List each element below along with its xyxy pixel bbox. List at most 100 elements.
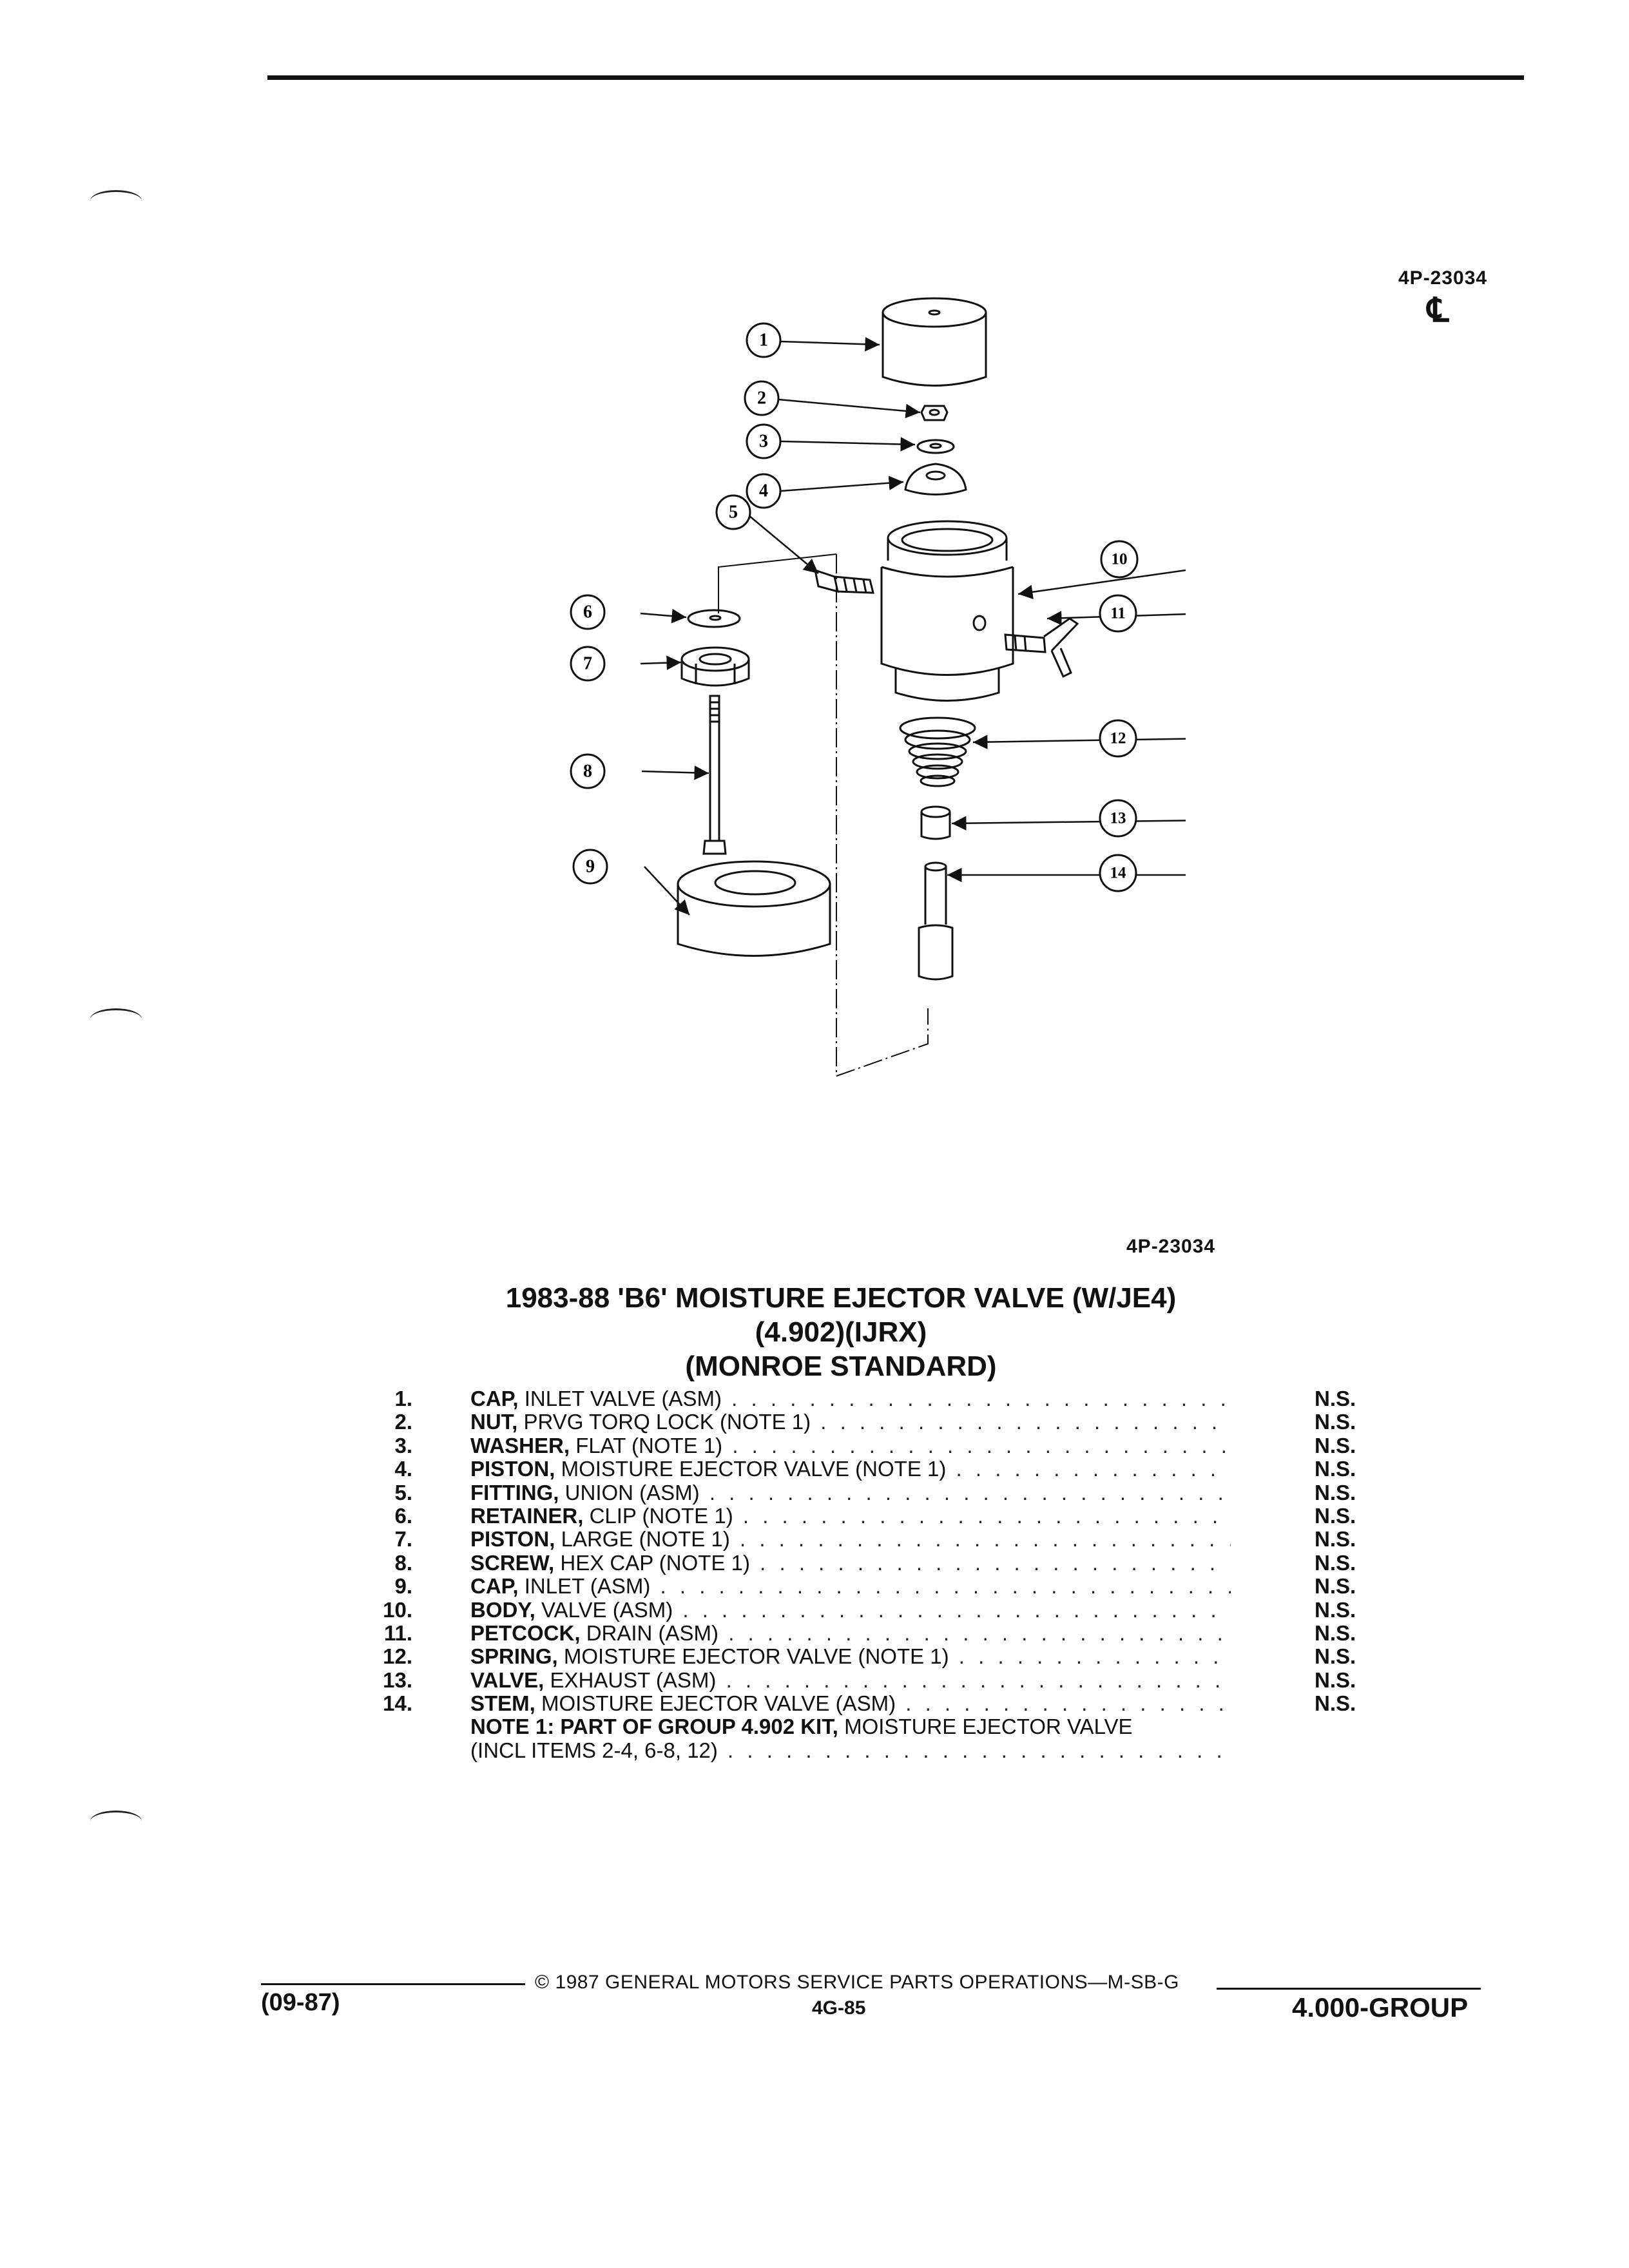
svg-text:2: 2 — [757, 389, 766, 408]
part-9-cap-inlet — [677, 860, 831, 957]
svg-text:7: 7 — [583, 654, 592, 674]
part-name: CAP, — [470, 1387, 519, 1410]
part-description: SPRING, MOISTURE EJECTOR VALVE (NOTE 1) … — [470, 1644, 1231, 1669]
callout-9: 9 — [572, 849, 608, 885]
part-status: N.S. — [1315, 1550, 1356, 1575]
part-5-fitting-union — [814, 568, 874, 594]
callout-11: 11 — [1099, 594, 1137, 633]
part-row: 7. PISTON, LARGE (NOTE 1) . . . . . . . .… — [348, 1527, 1405, 1552]
part-description: NUT, PRVG TORQ LOCK (NOTE 1) . . . . . .… — [470, 1410, 1231, 1434]
svg-text:5: 5 — [729, 503, 738, 523]
part-name: VALVE, — [470, 1667, 545, 1692]
callout-12: 12 — [1099, 719, 1137, 758]
leader-dots: . . . . . . . . . . . . . . . . . . . . … — [905, 1691, 1231, 1716]
part-status: N.S. — [1315, 1667, 1356, 1692]
part-description: STEM, MOISTURE EJECTOR VALVE (ASM) . . .… — [470, 1691, 1231, 1716]
part-3-washer — [916, 439, 955, 454]
part-name: SCREW, — [470, 1550, 555, 1575]
parts-list: 1.CAP, INLET VALVE (ASM) . . . . . . . .… — [348, 1387, 1405, 1762]
figure-ref-bottom: 4P-23034 — [1126, 1236, 1216, 1257]
part-name: RETAINER, — [470, 1503, 584, 1528]
binder-mark — [90, 1008, 142, 1030]
part-number: 1. — [394, 1387, 412, 1410]
leader-dots: . . . . . . . . . . . . . . . . . . . . … — [739, 1527, 1231, 1552]
part-number: 6. — [394, 1503, 412, 1528]
part-description: SCREW, HEX CAP (NOTE 1) . . . . . . . . … — [470, 1551, 1231, 1575]
leader-dots: . . . . . . . . . . . . . . . . . . . . … — [709, 1480, 1231, 1504]
callout-1: 1 — [746, 322, 782, 358]
part-description: BODY, VALVE (ASM) . . . . . . . . . . . … — [470, 1598, 1231, 1622]
leader-dots: . . . . . . . . . . . . . . . . . . . . … — [958, 1644, 1231, 1669]
binder-mark — [90, 1811, 142, 1832]
part-row: 4. PISTON, MOISTURE EJECTOR VALVE (NOTE 1… — [348, 1457, 1405, 1481]
title-line-3: (MONROE STANDARD) — [685, 1350, 997, 1382]
part-detail: DRAIN (ASM) — [586, 1620, 719, 1645]
leader-dots: . . . . . . . . . . . . . . . . . . . . … — [731, 1387, 1231, 1410]
part-description: FITTING, UNION (ASM) . . . . . . . . . .… — [470, 1481, 1231, 1505]
title-line-1: 1983-88 'B6' MOISTURE EJECTOR VALVE (W/J… — [505, 1282, 1177, 1314]
leader-dots: . . . . . . . . . . . . . . . . . . . . … — [742, 1503, 1231, 1528]
part-detail: VALVE (ASM) — [541, 1597, 673, 1622]
part-number: 10. — [383, 1597, 412, 1622]
part-name: PISTON, — [470, 1457, 555, 1481]
part-detail: MOISTURE EJECTOR VALVE (NOTE 1) — [563, 1644, 949, 1669]
part-13-valve-exhaust — [920, 805, 951, 840]
leader-dots: . . . . . . . . . . . . . . . . . . . . … — [760, 1550, 1231, 1575]
part-status: N.S. — [1315, 1644, 1356, 1669]
part-detail: MOISTURE EJECTOR VALVE (ASM) — [541, 1691, 896, 1716]
callout-14: 14 — [1099, 854, 1137, 892]
svg-text:10: 10 — [1112, 551, 1128, 568]
centerline-symbol: ℄ — [1427, 292, 1449, 329]
leader-dots: . . . . . . . . . . . . . . . . . . . . … — [820, 1410, 1231, 1434]
part-status: N.S. — [1315, 1480, 1356, 1504]
part-row: 11.PETCOCK, DRAIN (ASM) . . . . . . . . … — [348, 1620, 1405, 1645]
svg-text:6: 6 — [583, 602, 592, 622]
part-2-nut — [920, 405, 949, 421]
svg-text:4: 4 — [759, 481, 768, 501]
part-name: SPRING, — [470, 1644, 558, 1669]
part-description: RETAINER, CLIP (NOTE 1) . . . . . . . . … — [470, 1504, 1231, 1528]
part-detail: MOISTURE EJECTOR VALVE (NOTE 1) — [561, 1457, 947, 1481]
callout-7: 7 — [570, 646, 606, 682]
part-name: BODY, — [470, 1597, 535, 1622]
title-line-2: (4.902)(IJRX) — [755, 1316, 927, 1348]
callout-3: 3 — [746, 423, 782, 459]
part-row: 13.VALVE, EXHAUST (ASM) . . . . . . . . … — [348, 1667, 1405, 1692]
part-number: 8. — [394, 1550, 412, 1575]
callout-2: 2 — [744, 380, 780, 416]
leader-dots: . . . . . . . . . . . . . . . . . . . . … — [726, 1667, 1231, 1692]
callout-4: 4 — [746, 473, 782, 509]
part-number: 11. — [383, 1620, 412, 1645]
svg-text:8: 8 — [583, 762, 592, 782]
part-number: 14. — [383, 1691, 412, 1716]
part-number: 5. — [394, 1480, 412, 1504]
part-name: WASHER, — [470, 1433, 570, 1457]
svg-text:12: 12 — [1110, 730, 1126, 747]
leader-dots: . . . . . . . . . . . . . . . . . . . . … — [728, 1738, 1231, 1762]
part-status: N.S. — [1315, 1574, 1356, 1599]
part-number: 12. — [383, 1644, 412, 1669]
footer-page-number: 4G-85 — [812, 1997, 866, 2019]
part-number: 4. — [394, 1457, 412, 1481]
note-row: NOTE 1: PART OF GROUP 4.902 KIT, MOISTUR… — [348, 1715, 1405, 1738]
part-number: 7. — [394, 1527, 412, 1552]
figure-ref-top: 4P-23034 — [1398, 267, 1488, 289]
part-row: 12. SPRING, MOISTURE EJECTOR VALVE (NOTE … — [348, 1644, 1405, 1669]
part-description: PISTON, LARGE (NOTE 1) . . . . . . . . .… — [470, 1527, 1231, 1552]
footer-rule-right — [1217, 1988, 1481, 1990]
part-name: FITTING, — [470, 1480, 559, 1504]
part-11-petcock — [1004, 617, 1079, 678]
note-text: MOISTURE EJECTOR VALVE — [844, 1715, 1133, 1739]
part-status: N.S. — [1315, 1691, 1356, 1716]
part-number: 9. — [394, 1574, 412, 1599]
svg-text:1: 1 — [759, 331, 768, 351]
svg-text:14: 14 — [1110, 865, 1127, 882]
note-label: NOTE 1: PART OF GROUP 4.902 KIT, — [470, 1715, 838, 1739]
part-status: N.S. — [1315, 1410, 1356, 1434]
part-number: 2. — [394, 1410, 412, 1434]
part-detail: HEX CAP (NOTE 1) — [560, 1550, 750, 1575]
part-row: 5. FITTING, UNION (ASM) . . . . . . . . .… — [348, 1481, 1405, 1504]
part-description: CAP, INLET (ASM) . . . . . . . . . . . .… — [470, 1574, 1231, 1599]
part-description: PISTON, MOISTURE EJECTOR VALVE (NOTE 1) … — [470, 1457, 1231, 1481]
part-14-stem — [918, 861, 954, 981]
